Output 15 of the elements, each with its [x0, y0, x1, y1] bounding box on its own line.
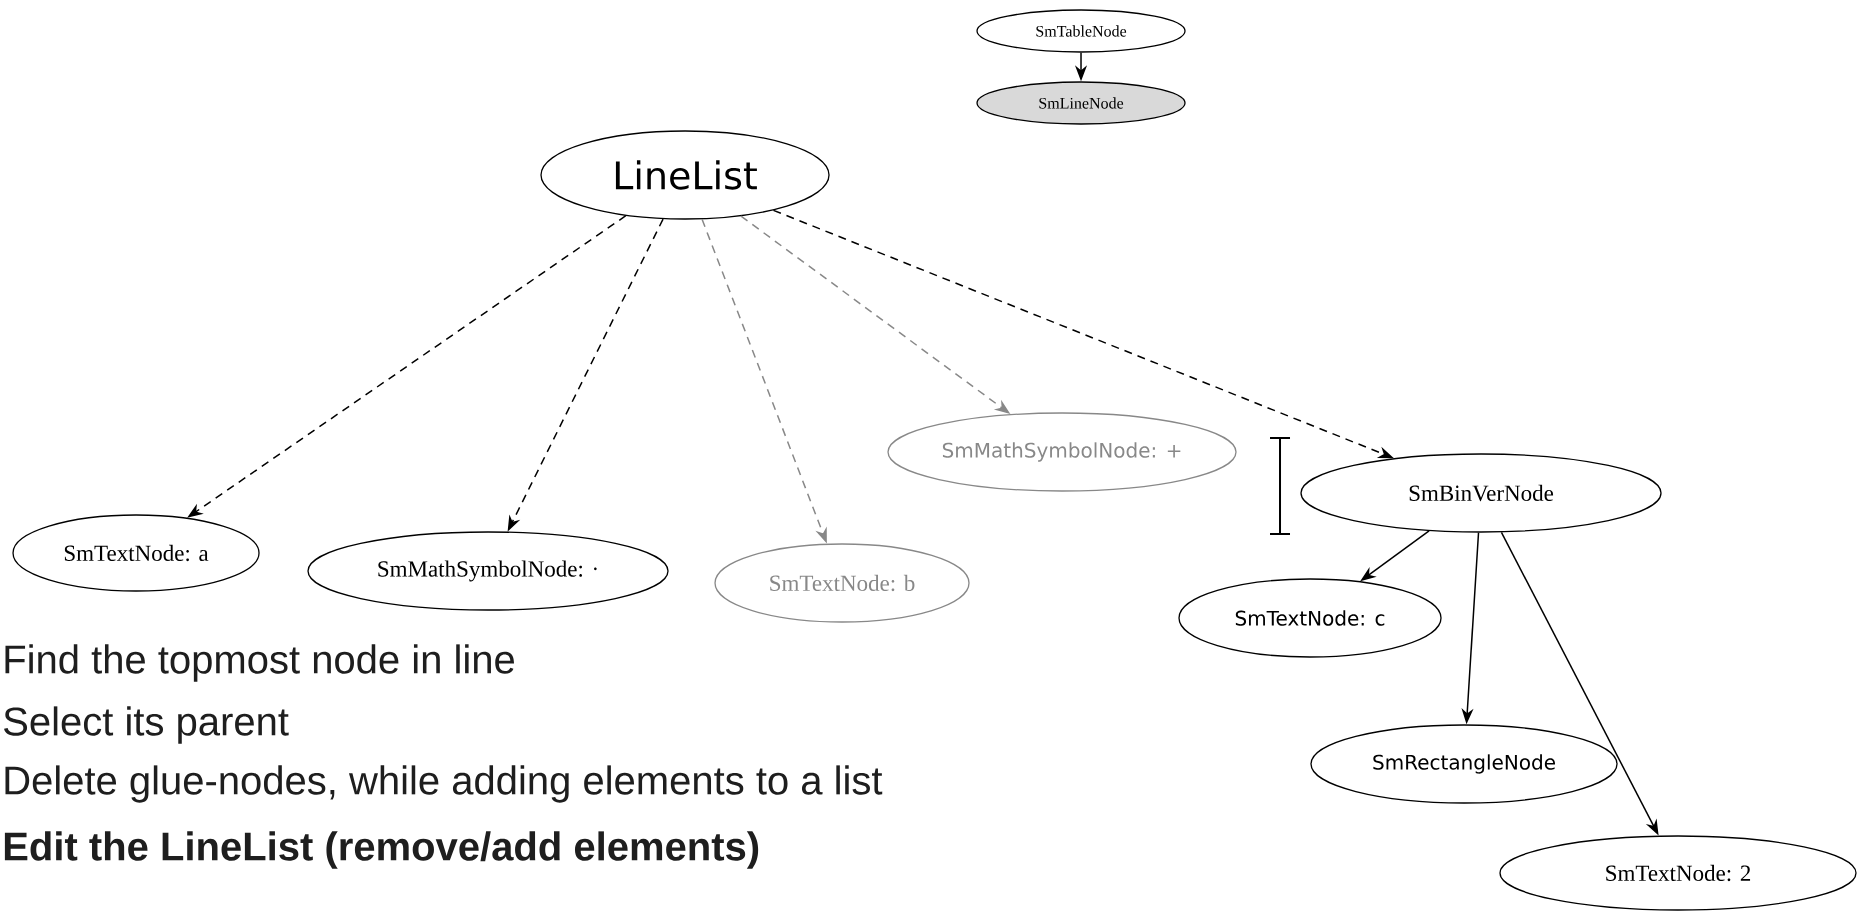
ellipse-node: SmTextNode: 2 — [1499, 835, 1857, 911]
step-text: Edit the LineList (remove/add elements) — [4, 831, 759, 869]
ellipse-node: SmTextNode: a — [12, 514, 260, 592]
ellipse-node: SmMathSymbolNode: + — [887, 412, 1237, 492]
step-text: Select its parent — [4, 706, 289, 744]
step-text: Find the topmost node in line — [5, 644, 514, 682]
ellipse-node: LineList — [540, 130, 830, 220]
ellipse-node: SmTextNode: c — [1178, 578, 1442, 658]
ellipse-node: SmLineNode — [976, 81, 1186, 125]
ellipse-node: SmTableNode — [976, 9, 1186, 53]
ellipse-node: SmTextNode: b — [714, 543, 970, 623]
ellipse-node: SmBinVerNode — [1300, 453, 1662, 533]
step-text: Delete glue-nodes, while adding elements to a list — [5, 765, 883, 803]
ellipse-node: SmRectangleNode — [1310, 724, 1618, 804]
ellipse-node: SmMathSymbolNode: · — [307, 531, 669, 611]
